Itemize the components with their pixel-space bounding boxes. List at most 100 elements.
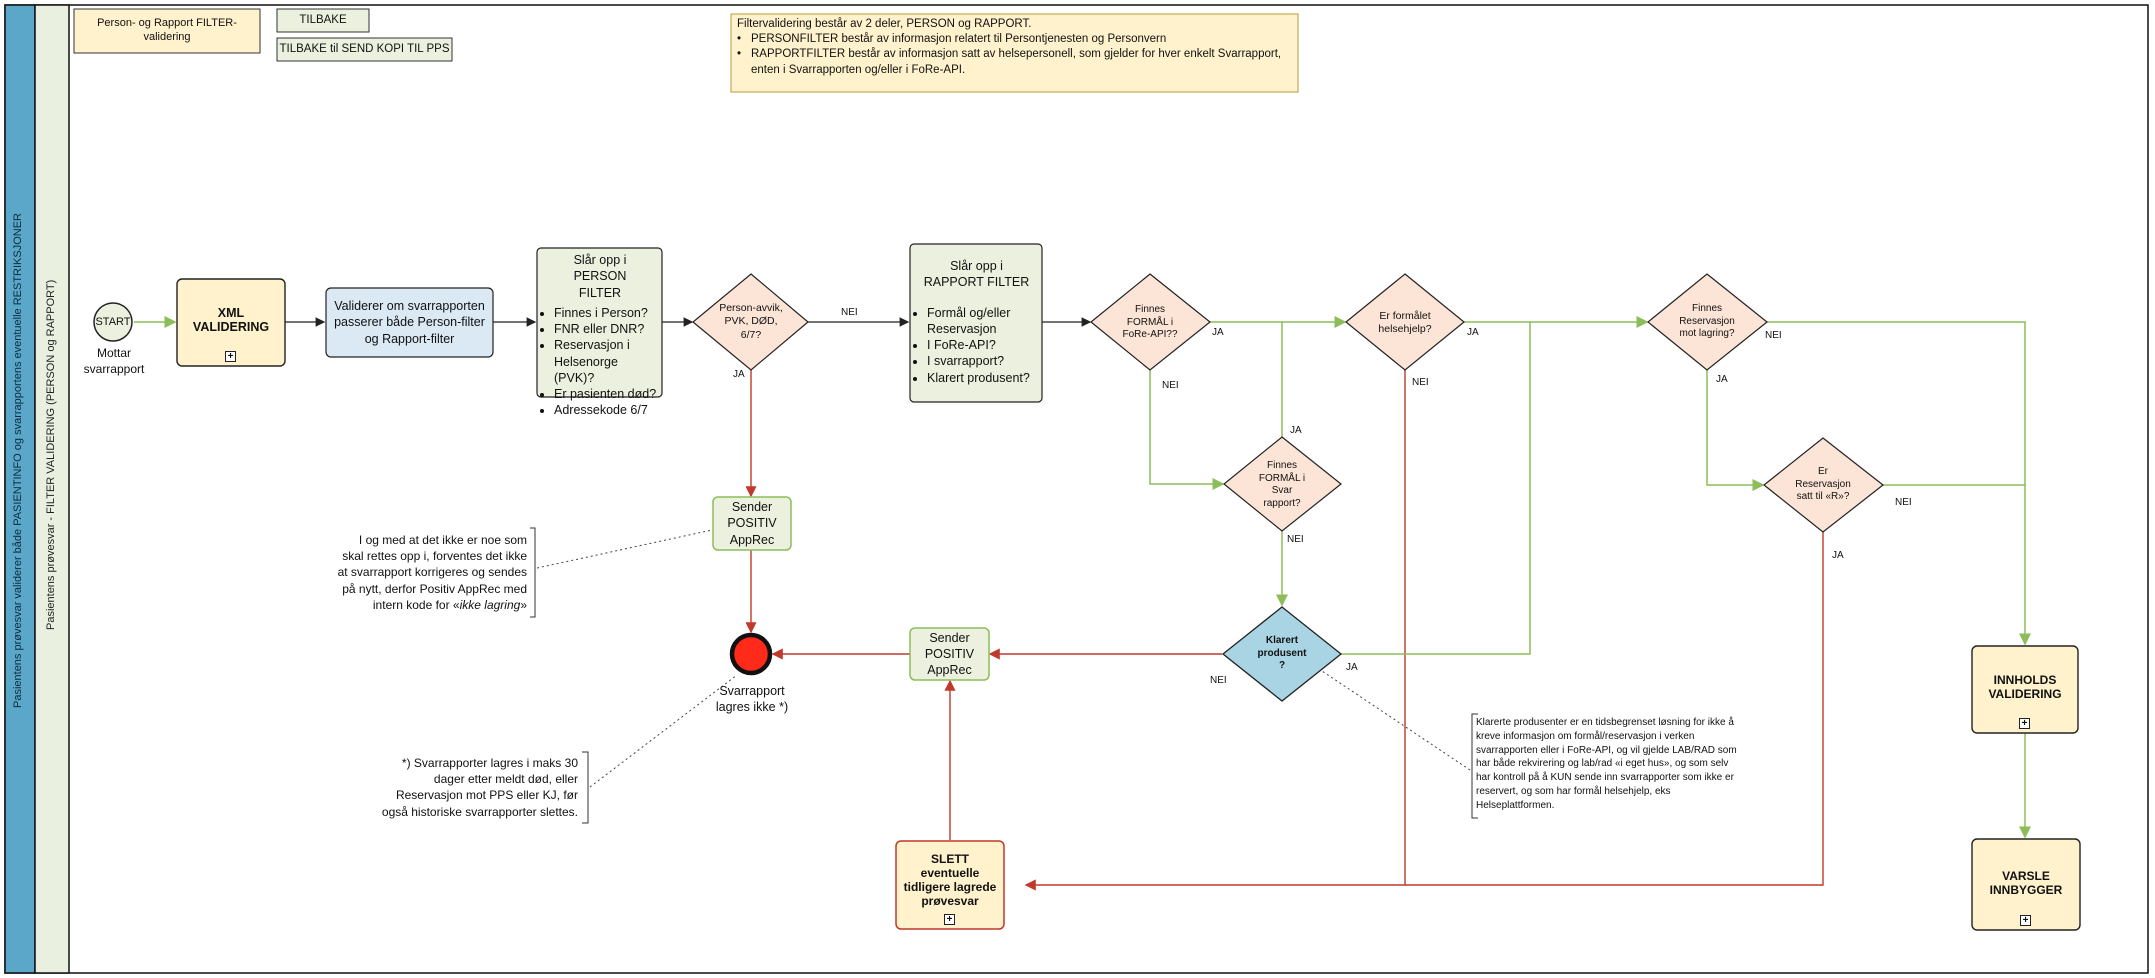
varsle-shape — [1971, 838, 2081, 931]
note-klarert-produsent: Klarerte produsenter er en tidsbegrenset… — [1476, 717, 1737, 811]
xml-validering-label: XML VALIDERING — [192, 305, 270, 334]
report-filter-item: I FoRe-API? — [927, 337, 1040, 353]
person-filter-item: Reservasjon i Helsenorge (PVK)? — [554, 337, 660, 386]
gateway-satt-r[interactable]: Er Reservasjon satt til «R»? — [1795, 466, 1851, 503]
edge-label-nei-klarert: NEI — [1210, 675, 1227, 686]
info-box-title: Filtervalidering består av 2 deler, PERS… — [737, 18, 1032, 30]
validate-task[interactable]: Validerer om svarrapporten passerer både… — [334, 299, 485, 346]
slett-label: SLETT eventuelle tidligere lagrede prøve… — [903, 852, 997, 908]
d-formal-svar-shape — [1223, 436, 1342, 532]
d-helsehjelp-shape — [1345, 273, 1465, 371]
start-caption: Mottar svarrapport — [83, 346, 145, 376]
expand-subprocess-icon[interactable]: + — [944, 914, 955, 925]
title-box-shape — [73, 8, 261, 54]
person-filter-item: Finnes i Person? — [554, 305, 660, 321]
info-box-bullet-2: RAPPORTFILTER består av informasjon satt… — [751, 48, 1282, 76]
note-ikke-lagring-em: ikke lagring — [459, 597, 521, 612]
edge-label-nei-reservasjon: NEI — [1765, 330, 1782, 341]
gateway-formal-svar[interactable]: Finnes FORMÅL i Svar rapport? — [1258, 460, 1306, 509]
d-formal-api-shape — [1090, 273, 1211, 371]
d-reservasjon-shape — [1647, 273, 1768, 371]
innholds-validering-task[interactable]: INNHOLDS VALIDERING + — [1972, 646, 2078, 733]
edge-label-ja-person: JA — [733, 369, 745, 380]
person-filter-list: Finnes i Person? FNR eller DNR? Reservas… — [540, 305, 660, 419]
gateway-klarert-produsent[interactable]: Klarert produsent ? — [1257, 635, 1307, 672]
lane-inner-label: Pasientens prøvesvar - FILTER VALIDERING… — [45, 279, 57, 630]
edge-klarert-reserv — [1341, 322, 1531, 655]
send2-shape — [909, 627, 990, 681]
end-caption: Svarrapport lagres ikke *) — [715, 684, 789, 715]
xml-shape — [176, 278, 286, 367]
edge-label-ja-satt-r: JA — [1832, 550, 1844, 561]
gateway-person-avvik[interactable]: Person-avvik, PVK, DØD, 6/7? — [719, 302, 783, 341]
back-button-shape — [276, 8, 370, 33]
person-filter-title: Slår opp i PERSON FILTER — [573, 253, 627, 300]
back-button[interactable]: TILBAKE — [299, 14, 347, 27]
edge-label-nei-person: NEI — [841, 307, 858, 318]
note-ikke-lagring-main: I og med at det ikke er noe som skal ret… — [337, 533, 527, 612]
person-filter-item: FNR eller DNR? — [554, 321, 660, 337]
edge-label-ja-helsehjelp: JA — [1467, 327, 1479, 338]
d-person-shape — [692, 273, 809, 371]
slett-shape — [895, 840, 1005, 930]
expand-subprocess-icon[interactable]: + — [2020, 915, 2031, 926]
lane-outer-band — [4, 4, 36, 974]
varsle-label: VARSLE INNBYGGER — [1989, 868, 2063, 897]
gateway-helsehjelp[interactable]: Er formålet helsehjelp? — [1378, 309, 1432, 335]
edge-reserv-sattr — [1706, 370, 1765, 491]
edge-label-ja-klarert: JA — [1346, 662, 1358, 673]
edge-label-nei-helsehjelp: NEI — [1412, 377, 1429, 388]
expand-subprocess-icon[interactable]: + — [225, 351, 236, 362]
back-send-button-shape — [276, 37, 453, 62]
assoc-note-lagres — [589, 674, 738, 788]
varsle-innbygger-task[interactable]: VARSLE INNBYGGER + — [1972, 839, 2080, 930]
edge-sattr-slett — [1405, 532, 1824, 886]
edge-label-nei-formal-api: NEI — [1162, 380, 1179, 391]
gateway-formal-api[interactable]: Finnes FORMÅL i FoRe-API?? — [1122, 304, 1178, 341]
edge-label-nei-formal-svar: NEI — [1287, 534, 1304, 545]
lane-inner-band — [34, 4, 70, 974]
start-event[interactable]: START — [95, 316, 131, 328]
start-event-shape — [93, 302, 133, 342]
info-box-bullet-1: PERSONFILTER består av informasjon relat… — [751, 33, 1167, 46]
person-filter-item: Er pasienten død? — [554, 386, 660, 402]
note-bracket-ikkelagring — [530, 527, 536, 618]
report-filter-item: Formål og/eller Reservasjon — [927, 305, 1040, 338]
slett-task[interactable]: SLETT eventuelle tidligere lagrede prøve… — [896, 841, 1004, 929]
send-positiv-apprec-task-2[interactable]: Sender POSITIV AppRec — [924, 630, 975, 678]
report-filter-shape — [909, 243, 1043, 403]
edge-label-nei-satt-r: NEI — [1895, 497, 1912, 508]
title-box: Person- og Rapport FILTER-validering — [97, 17, 237, 43]
gateway-reservasjon[interactable]: Finnes Reservasjon mot lagring? — [1679, 303, 1735, 340]
note-bracket-lagres — [582, 751, 589, 824]
edge-formalapi-formalsvar — [1149, 370, 1225, 490]
person-filter-shape — [536, 247, 663, 398]
send-positiv-apprec-task-1[interactable]: Sender POSITIV AppRec — [727, 500, 777, 547]
edge-label-ja-formal-api: JA — [1212, 327, 1224, 338]
expand-subprocess-icon[interactable]: + — [2019, 718, 2030, 729]
report-filter-item: Klarert produsent? — [927, 370, 1040, 386]
note-bracket-klarert — [1471, 713, 1478, 819]
send1-shape — [712, 496, 792, 551]
edge-reserv-innhold — [1767, 321, 2031, 646]
xml-validering-task[interactable]: XML VALIDERING + — [177, 279, 285, 366]
edge-label-ja-formal-svar: JA — [1290, 425, 1302, 436]
report-filter-list: Formål og/eller Reservasjon I FoRe-API? … — [913, 305, 1040, 386]
end-event-shape — [729, 632, 773, 676]
note-lagres-ikke: *) Svarrapporter lagres i maks 30 dager … — [381, 756, 578, 819]
person-filter-item: Adressekode 6/7 — [554, 402, 660, 418]
back-send-kopi-button[interactable]: TILBAKE til SEND KOPI TIL PPS — [279, 43, 450, 56]
report-filter-task[interactable]: Slår opp i RAPPORT FILTER Formål og/elle… — [913, 258, 1040, 386]
note-ikke-lagring: I og med at det ikke er noe som skal ret… — [335, 532, 527, 613]
report-filter-item: I svarrapport? — [927, 353, 1040, 369]
d-satt-r-shape — [1763, 437, 1884, 533]
note-ikke-lagring-end: » — [520, 597, 527, 612]
person-filter-task[interactable]: Slår opp i PERSON FILTER Finnes i Person… — [540, 252, 660, 419]
edge-label-ja-reservasjon: JA — [1716, 374, 1728, 385]
lane-outer-label: Pasientens prøvesvar validerer både PASI… — [12, 213, 24, 708]
d-klarert-shape — [1221, 606, 1343, 702]
validate-shape — [325, 287, 494, 358]
info-box: Filtervalidering består av 2 deler, PERS… — [737, 17, 1293, 78]
